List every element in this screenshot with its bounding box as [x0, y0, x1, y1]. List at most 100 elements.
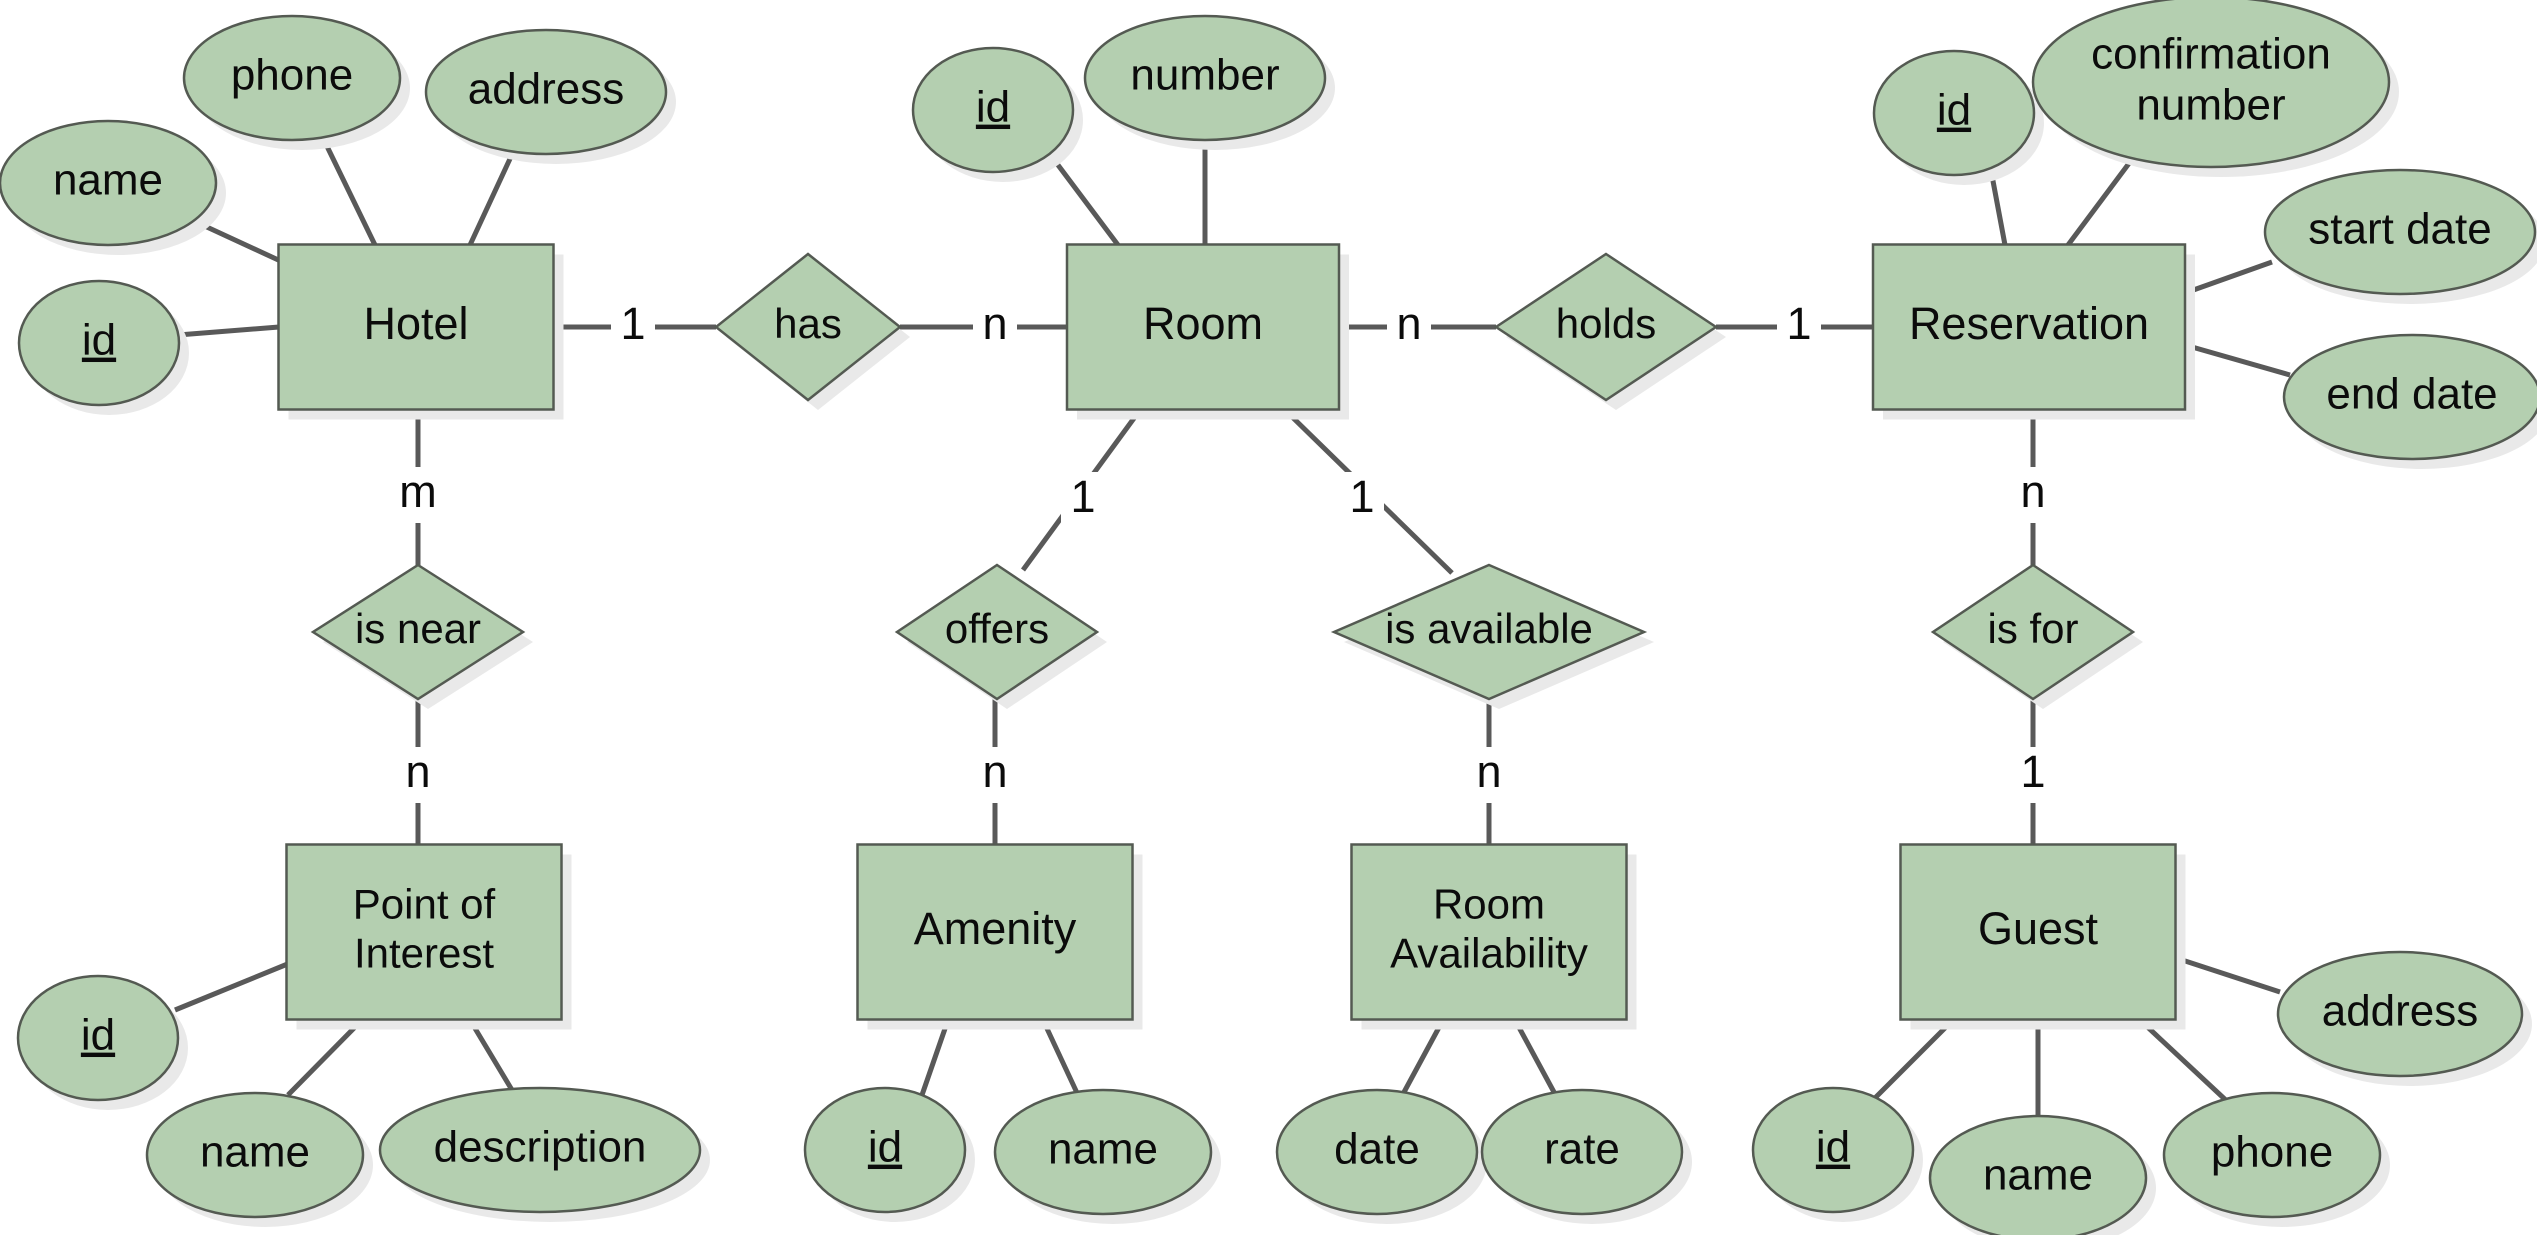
entity-amenity[interactable]: Amenity: [856, 843, 1134, 1021]
attribute-ellipse: [911, 46, 1075, 174]
attribute-ra-rate[interactable]: rate: [1480, 1088, 1684, 1216]
relationship-diamond: [713, 252, 903, 402]
connection-line-ra-date-to-room-availability: [1400, 1018, 1446, 1096]
connection-line-amenity-id-to-amenity: [919, 1019, 951, 1096]
entity-hotel[interactable]: Hotel: [277, 243, 555, 411]
connection-line-guest-address-to-guest: [2175, 955, 2281, 995]
relationship-diamond: [1930, 563, 2136, 701]
attribute-hotel-name[interactable]: name: [0, 119, 218, 247]
attribute-hotel-address[interactable]: address: [424, 28, 668, 156]
connection-line-guest-id-to-guest: [1873, 1018, 1955, 1100]
attribute-label: name: [53, 156, 163, 205]
attribute-poi-id[interactable]: id: [16, 974, 180, 1102]
connection-line-reservation-confirmation-number-to-reservation: [2065, 160, 2133, 247]
attribute-guest-phone[interactable]: phone: [2162, 1091, 2382, 1219]
entity-box: [277, 243, 555, 411]
cardinality-label-room-holds: n: [1396, 298, 1421, 349]
cardinality-label-has-room: n: [982, 298, 1007, 349]
cardinality-backdrop: [1777, 299, 1821, 355]
relationship-label: is for: [1987, 605, 2078, 652]
attribute-room-number[interactable]: number: [1083, 14, 1327, 142]
cardinality-backdrop: [973, 299, 1017, 355]
cardinality-backdrop: [2011, 747, 2055, 803]
connection-lines-layer: [174, 134, 2291, 1118]
cardinality-label-room-is-available: 1: [1349, 471, 1374, 522]
attribute-ellipse: [424, 28, 668, 156]
attribute-ellipse: [1751, 1086, 1915, 1214]
attribute-label: name: [1983, 1151, 2093, 1200]
attribute-ellipse: [1872, 49, 2036, 177]
attribute-guest-address[interactable]: address: [2276, 950, 2524, 1078]
relationship-is-available[interactable]: is available: [1330, 563, 1648, 701]
relationship-diamond: [310, 563, 526, 701]
attribute-ellipse: [2282, 333, 2537, 461]
attribute-label-key: id: [1937, 86, 1971, 135]
connection-line-poi-description-to-point-of-interest: [467, 1018, 515, 1092]
relationship-label: has: [774, 300, 842, 347]
attribute-ellipse: [2276, 950, 2524, 1078]
relationship-holds[interactable]: holds: [1493, 252, 1719, 402]
entity-label: Amenity: [914, 903, 1077, 954]
attribute-label: rate: [1544, 1125, 1620, 1174]
attribute-label-key: id: [868, 1123, 902, 1172]
attribute-room-id[interactable]: id: [911, 46, 1075, 174]
entity-label: Reservation: [1909, 298, 2149, 349]
attribute-reservation-id[interactable]: id: [1872, 49, 2036, 177]
attribute-poi-name[interactable]: name: [145, 1091, 365, 1219]
attribute-label: end date: [2326, 370, 2497, 419]
attribute-reservation-start-date[interactable]: start date: [2263, 168, 2537, 296]
connection-line-guest-phone-to-guest: [2138, 1018, 2232, 1106]
attribute-ellipse: [0, 119, 218, 247]
connection-line-hotel-id-to-hotel: [177, 324, 280, 338]
attribute-ellipse: [145, 1091, 365, 1219]
entity-guest[interactable]: Guest: [1899, 843, 2177, 1021]
attribute-label: address: [2322, 987, 2479, 1036]
attribute-ellipse: [182, 14, 402, 142]
cardinality-backdrop: [973, 747, 1017, 803]
attribute-poi-description[interactable]: description: [378, 1086, 702, 1214]
attribute-label: name: [200, 1128, 310, 1177]
entity-reservation[interactable]: Reservation: [1871, 243, 2187, 411]
entity-room[interactable]: Room: [1065, 243, 1341, 411]
connection-line-hotel-phone-to-hotel: [319, 134, 378, 247]
cardinality-label-is-available-ra: n: [1476, 746, 1501, 797]
cardinality-label-hotel-is-near: m: [399, 466, 437, 517]
attribute-label: number: [1130, 51, 1279, 100]
relationship-is-near[interactable]: is near: [310, 563, 526, 701]
relationship-offers[interactable]: offers: [894, 563, 1100, 701]
attribute-amenity-id[interactable]: id: [803, 1086, 967, 1214]
attribute-ellipse: [378, 1086, 702, 1214]
relationship-has[interactable]: has: [713, 252, 903, 402]
attribute-reservation-end-date[interactable]: end date: [2282, 333, 2537, 461]
attribute-ellipse: [2263, 168, 2537, 296]
attribute-label: date: [1334, 1125, 1420, 1174]
attribute-label-key: id: [1816, 1123, 1850, 1172]
attribute-guest-id[interactable]: id: [1751, 1086, 1915, 1214]
relationship-label: is available: [1385, 605, 1593, 652]
attribute-label: name: [1048, 1125, 1158, 1174]
connection-line-room-id-to-room: [1050, 155, 1120, 247]
entity-label: Room: [1143, 298, 1263, 349]
attribute-ellipse: [16, 974, 180, 1102]
relationship-is-for[interactable]: is for: [1930, 563, 2136, 701]
attribute-amenity-name[interactable]: name: [993, 1088, 1213, 1216]
entity-box: [285, 843, 563, 1021]
attribute-ra-date[interactable]: date: [1275, 1088, 1479, 1216]
cardinality-backdrop: [1467, 747, 1511, 803]
cardinality-label-hotel-has: 1: [620, 298, 645, 349]
relationship-diamond: [1330, 563, 1648, 701]
attribute-hotel-phone[interactable]: phone: [182, 14, 402, 142]
attribute-guest-name[interactable]: name: [1928, 1114, 2148, 1235]
relationship-diamond: [894, 563, 1100, 701]
relationship-diamond: [1493, 252, 1719, 402]
attribute-label-key: id: [81, 1011, 115, 1060]
attribute-ellipse: [803, 1086, 967, 1214]
attribute-hotel-id[interactable]: id: [17, 279, 181, 407]
